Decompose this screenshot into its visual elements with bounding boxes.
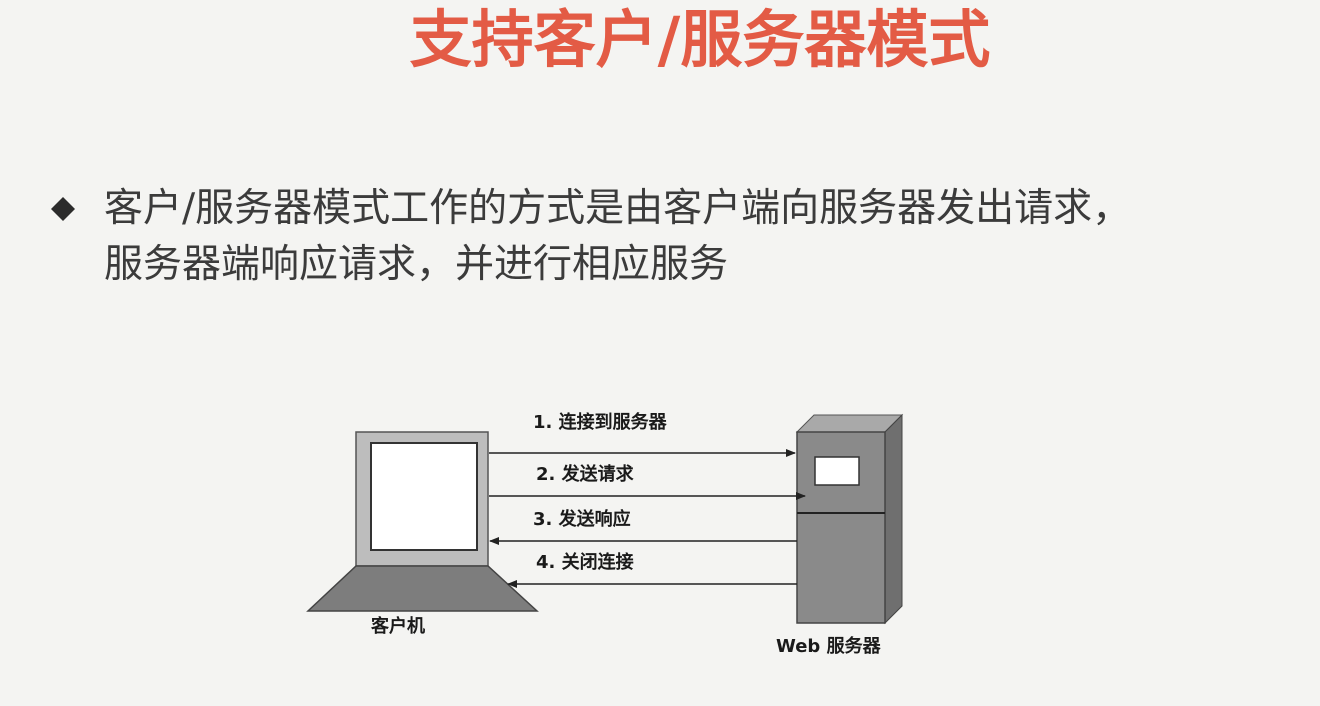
step-label-1: 1. 连接到服务器 <box>533 411 668 433</box>
diamond-bullet-icon <box>50 196 76 222</box>
step-label-3: 3. 发送响应 <box>533 508 631 530</box>
slide-title: 支持客户/服务器模式 <box>409 3 991 76</box>
bullet-line-1: 客户/服务器模式工作的方式是由客户端向服务器发出请求， <box>104 186 1132 231</box>
web-server-icon <box>795 413 904 625</box>
bullet-line-2: 服务器端响应请求，并进行相应服务 <box>104 242 729 287</box>
client-label: 客户机 <box>371 615 425 637</box>
step-label-4: 4. 关闭连接 <box>536 551 634 573</box>
client-computer-icon <box>306 431 539 612</box>
step-label-2: 2. 发送请求 <box>536 463 635 485</box>
bullet-text: 客户/服务器模式工作的方式是由客户端向服务器发出请求， 服务器端响应请求，并进行… <box>104 181 1304 293</box>
server-label: Web 服务器 <box>776 635 882 657</box>
